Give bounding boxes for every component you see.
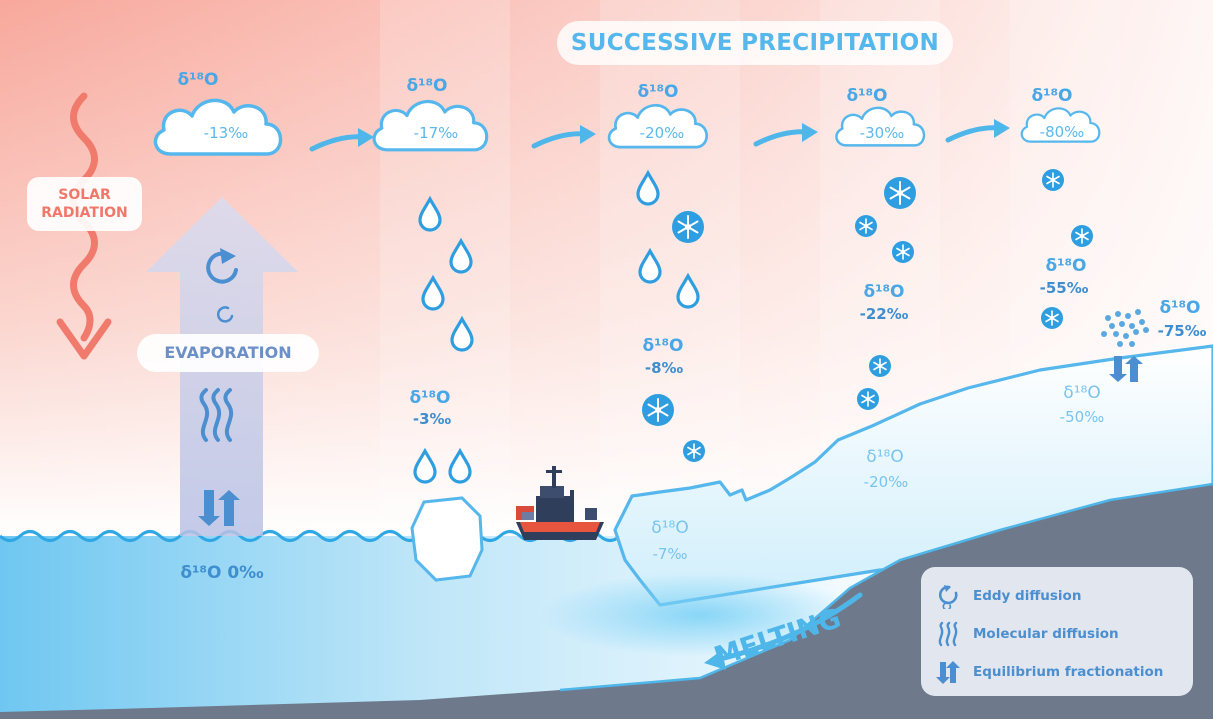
precip-2-value: -8‰ xyxy=(644,359,684,377)
melting-arrowhead xyxy=(704,650,726,670)
ice-2-symbol: δ¹⁸O xyxy=(866,447,904,467)
cloud-2-symbol: δ¹⁸O xyxy=(406,76,448,96)
ice-2-value: -20‰ xyxy=(863,473,909,491)
evaporation-label: EVAPORATION xyxy=(137,334,319,372)
ice-3-value: -50‰ xyxy=(1059,408,1105,426)
cloud-5-value: -80‰ xyxy=(1039,123,1085,141)
legend-item-eddy: Eddy diffusion xyxy=(935,581,1081,611)
cloud-3-symbol: δ¹⁸O xyxy=(637,82,679,102)
precip-4-value: -55‰ xyxy=(1039,279,1089,297)
cloud-4-symbol: δ¹⁸O xyxy=(846,86,888,106)
eddy-diffusion-icon xyxy=(938,585,958,609)
legend-label-eddy: Eddy diffusion xyxy=(973,588,1082,604)
eddy-arrowhead xyxy=(220,248,236,264)
solar-radiation-label: SOLAR RADIATION xyxy=(27,177,142,231)
precip-4-symbol: δ¹⁸O xyxy=(1045,256,1087,276)
precip-1-value: -3‰ xyxy=(412,410,452,428)
precip-3-value: -22‰ xyxy=(859,305,909,323)
cloud-4-value: -30‰ xyxy=(859,124,905,142)
bedrock-edge xyxy=(559,482,1213,692)
cloud-5-symbol: δ¹⁸O xyxy=(1031,86,1073,106)
cloud-1-value: -13‰ xyxy=(203,124,249,142)
precip-1-symbol: δ¹⁸O xyxy=(409,388,451,408)
eddy-diffusion-icon xyxy=(206,251,238,323)
legend: Eddy diffusion Molecular diffusion Equil… xyxy=(921,567,1193,696)
diagram-title: SUCCESSIVE PRECIPITATION xyxy=(557,21,953,65)
melting-arrow xyxy=(713,592,863,663)
meltwater xyxy=(540,573,860,657)
snow-fractionation-icon xyxy=(1109,356,1143,382)
ice-1-value: -7‰ xyxy=(652,545,688,563)
precip-2-symbol: δ¹⁸O xyxy=(642,336,684,356)
equilibrium-fractionation-icon xyxy=(198,490,240,526)
legend-label-molecular: Molecular diffusion xyxy=(973,626,1119,642)
iceberg xyxy=(410,496,484,582)
cloud-3-value: -20‰ xyxy=(639,124,685,142)
ocean-label: δ¹⁸O 0‰ xyxy=(180,563,264,583)
legend-item-molecular: Molecular diffusion xyxy=(935,619,1119,649)
cloud-2-value: -17‰ xyxy=(413,124,459,142)
legend-label-equilibrium: Equilibrium fractionation xyxy=(973,664,1164,680)
molecular-diffusion-icon xyxy=(938,621,958,647)
precip-3-symbol: δ¹⁸O xyxy=(863,282,905,302)
molecular-diffusion-icon xyxy=(199,388,234,442)
cloud-1-symbol: δ¹⁸O xyxy=(177,70,219,90)
ice-1-symbol: δ¹⁸O xyxy=(651,518,689,538)
equilibrium-fractionation-icon xyxy=(936,661,960,684)
snow-value: -75‰ xyxy=(1157,322,1207,340)
snow-crystals xyxy=(1101,309,1149,347)
ship xyxy=(516,466,604,540)
snow-symbol: δ¹⁸O xyxy=(1159,298,1201,318)
bedrock xyxy=(0,484,1213,719)
solar-arrowhead xyxy=(56,318,112,360)
ice-3-symbol: δ¹⁸O xyxy=(1063,383,1101,403)
legend-item-equilibrium: Equilibrium fractionation xyxy=(935,657,1163,687)
